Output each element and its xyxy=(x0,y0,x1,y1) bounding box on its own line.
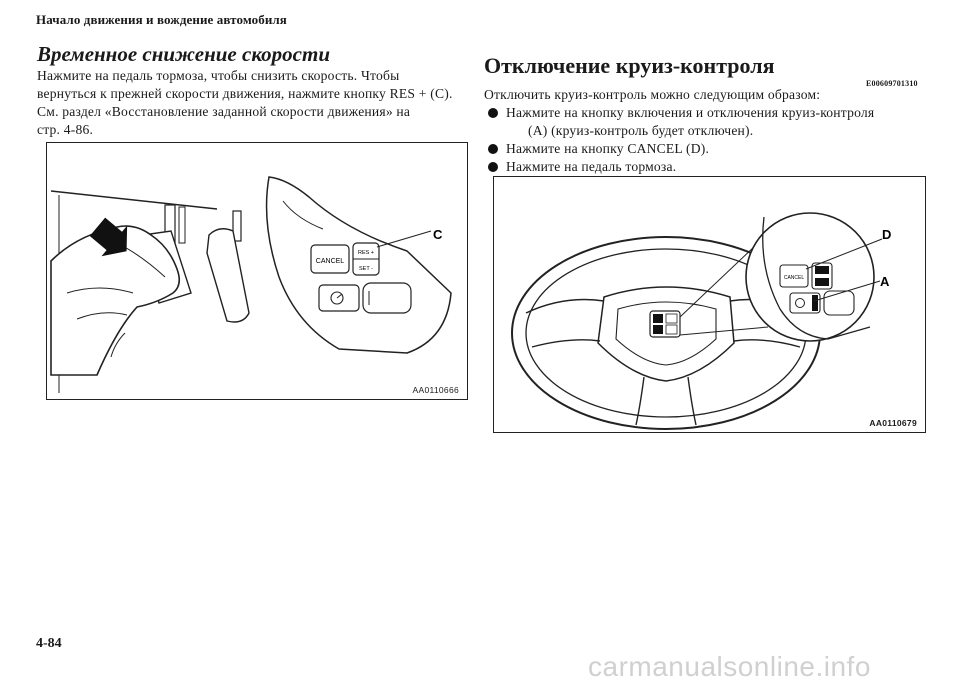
running-head: Начало движения и вождение автомобиля xyxy=(36,12,287,27)
bullet-continuation: (A) (круиз-контроль будет отключен). xyxy=(528,123,754,138)
callout-c: C xyxy=(433,227,443,242)
figure-brake-and-res-button: CANCEL RES + SET - C AA0110666 xyxy=(46,142,468,400)
paragraph-line: стр. 4-86. xyxy=(37,122,94,137)
bullet-icon xyxy=(488,162,498,172)
set-button-label: SET - xyxy=(359,266,373,272)
illustration-steering-wheel: CANCEL D A xyxy=(511,212,891,430)
bullet-item: Нажмите на кнопку включения и отключения… xyxy=(488,104,874,122)
watermark: carmanualsonline.info xyxy=(588,651,871,682)
page-number: 4-84 xyxy=(36,636,62,651)
section-heading-speed-reduction: Временное снижение скорости xyxy=(37,42,331,66)
figure-id: AA0110666 xyxy=(412,385,459,395)
bullet-icon xyxy=(488,144,498,154)
bullet-icon xyxy=(488,108,498,118)
cancel-button-label: CANCEL xyxy=(316,258,345,265)
figure-id: AA0110679 xyxy=(869,418,917,428)
cruise-off-intro: Отключить круиз-контроль можно следующим… xyxy=(484,87,821,102)
paragraph-line: См. раздел «Восстановление заданной скор… xyxy=(37,104,411,119)
bullet-item: Нажмите на педаль тормоза. xyxy=(488,158,676,176)
paragraph-line: Нажмите на педаль тормоза, чтобы снизить… xyxy=(37,68,400,83)
speed-reduction-paragraph: Нажмите на педаль тормоза, чтобы снизить… xyxy=(37,67,457,139)
section-heading-cruise-off: Отключение круиз-контроля xyxy=(484,53,775,78)
callout-d: D xyxy=(882,227,891,242)
figure-cruise-switch-steering-wheel: CANCEL D A AA0110679 xyxy=(493,176,926,433)
paragraph-line: вернуться к прежней скорости движения, н… xyxy=(37,86,453,101)
bullet-text: Нажмите на педаль тормоза. xyxy=(506,159,677,174)
document-code: E00609701310 xyxy=(866,79,918,88)
callout-a: A xyxy=(880,274,890,289)
bullet-text: Нажмите на кнопку включения и отключения… xyxy=(506,105,875,120)
res-button-label: RES + xyxy=(358,250,374,256)
cancel-button-label: CANCEL xyxy=(784,275,805,281)
bullet-item: Нажмите на кнопку CANCEL (D). xyxy=(488,140,709,158)
illustration-pedal-steering-switch: CANCEL RES + SET - C xyxy=(50,176,452,393)
bullet-text: Нажмите на кнопку CANCEL (D). xyxy=(506,141,710,156)
